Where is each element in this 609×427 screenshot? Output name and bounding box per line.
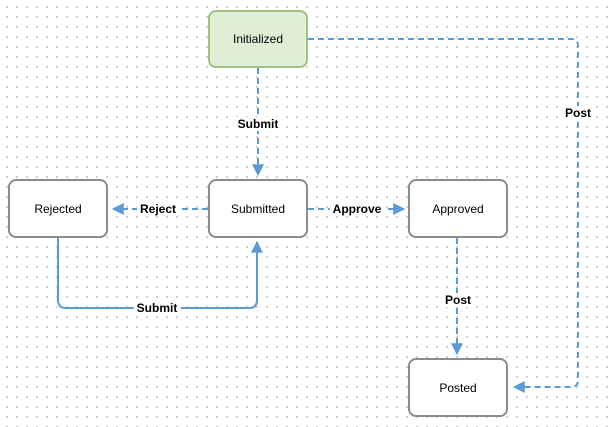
- edge-label-post-down[interactable]: Post: [441, 293, 475, 307]
- state-node-rejected[interactable]: Rejected: [8, 179, 108, 238]
- edge-label-submit-top[interactable]: Submit: [234, 117, 282, 131]
- state-node-label: Approved: [432, 201, 484, 216]
- edge-submit-rejected-to-submitted[interactable]: [57, 238, 263, 309]
- edge-label-submit-loop[interactable]: Submit: [133, 301, 181, 315]
- edge-label-approve[interactable]: Approve: [329, 202, 385, 216]
- edge-post-initialized-to-posted[interactable]: [308, 38, 579, 393]
- state-node-approved[interactable]: Approved: [408, 179, 508, 238]
- state-node-initialized[interactable]: Initialized: [208, 10, 308, 68]
- state-node-label: Initialized: [232, 32, 284, 46]
- state-node-label: Submitted: [230, 201, 286, 216]
- state-node-posted[interactable]: Posted: [408, 358, 508, 417]
- state-node-label: Rejected: [34, 201, 82, 216]
- edge-label-post-right[interactable]: Post: [561, 106, 595, 120]
- state-node-submitted[interactable]: Submitted: [208, 179, 308, 238]
- state-node-label: Posted: [439, 380, 477, 395]
- edge-label-reject[interactable]: Reject: [136, 202, 180, 216]
